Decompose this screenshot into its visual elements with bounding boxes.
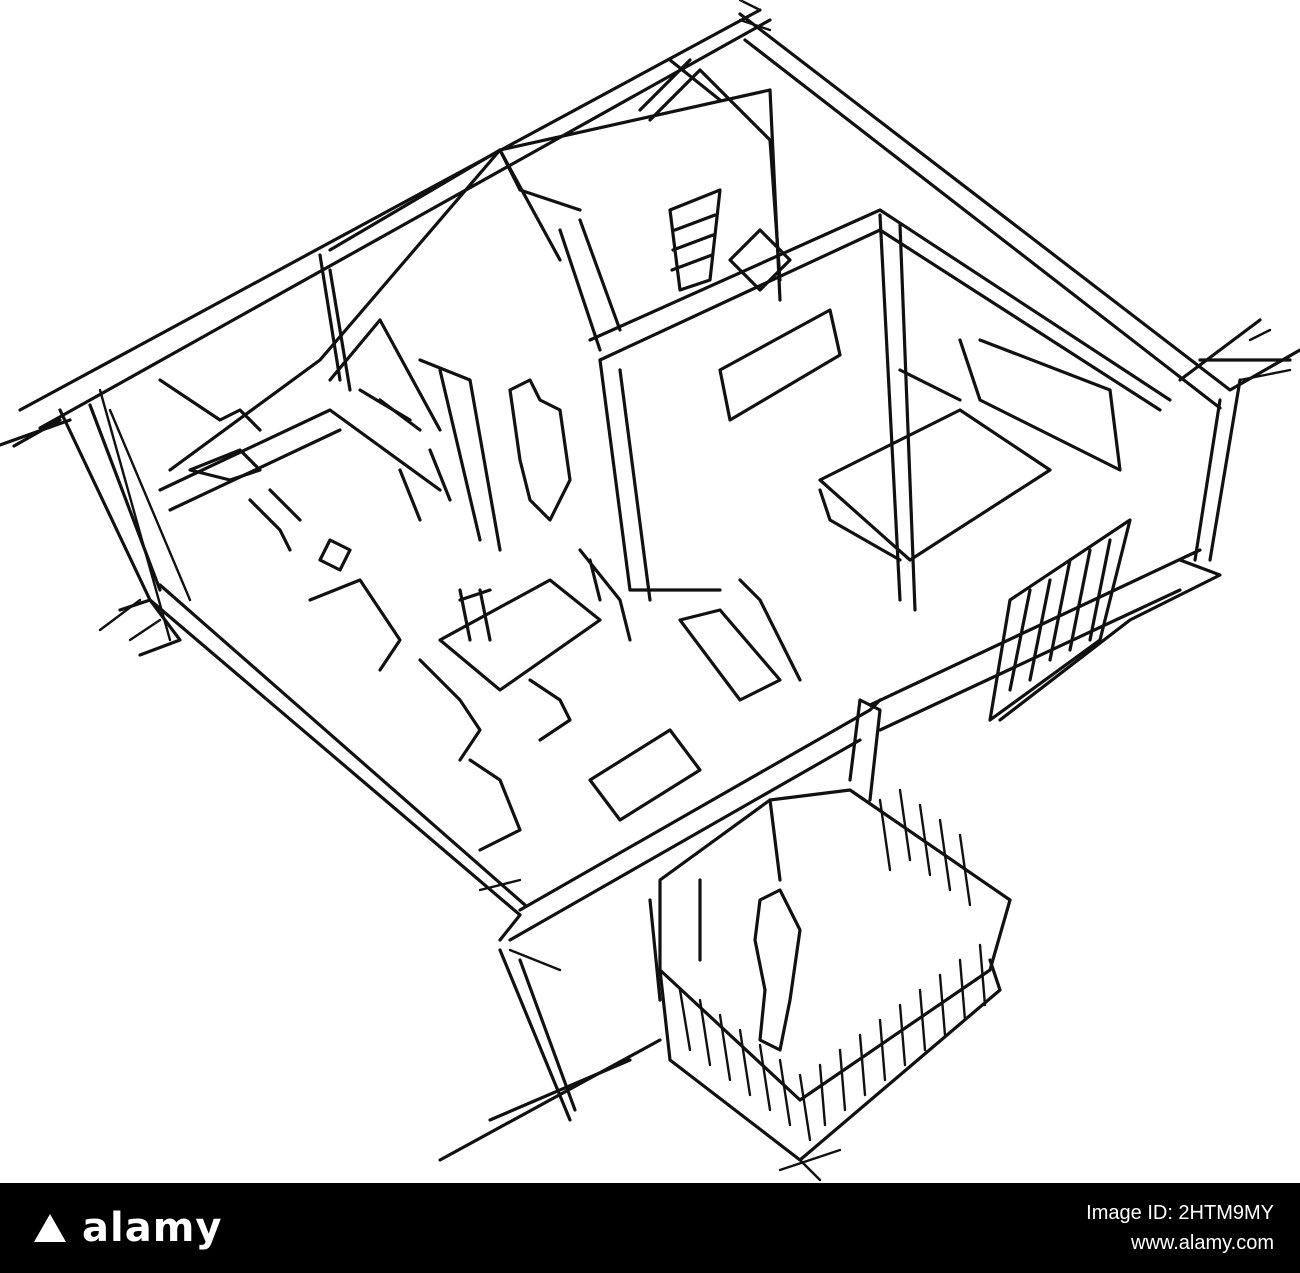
standing-figure	[508, 378, 572, 522]
outer-walls	[0, 8, 1300, 1162]
sketch-construction-lines	[98, 0, 1292, 1182]
sofa	[678, 608, 782, 702]
towel-radiator	[668, 188, 722, 292]
toilet	[728, 228, 792, 292]
interior-walls	[158, 58, 1172, 612]
armchair-detail	[318, 538, 352, 572]
apartment-floorplan-sketch	[0, 0, 1300, 1182]
coffee-table	[588, 728, 702, 822]
sketch-canvas	[0, 0, 1300, 1183]
alamy-triangle-logo-icon	[32, 1210, 68, 1246]
image-id: Image ID: 2HTM9MY	[1086, 1202, 1274, 1224]
bedroom-furniture	[718, 308, 1122, 562]
balcony	[648, 698, 1012, 1162]
brand-name: alamy	[82, 1205, 223, 1251]
stock-footer-bar: alamy Image ID: 2HTM9MY www.alamy.com	[0, 1183, 1300, 1273]
bathroom-fixtures	[668, 188, 792, 292]
bed	[818, 408, 1052, 562]
wall-picture	[718, 308, 842, 422]
living-furniture	[158, 378, 802, 852]
dining-table	[438, 578, 602, 692]
site-url: www.alamy.com	[1131, 1232, 1274, 1254]
balcony-figure	[753, 888, 802, 1052]
image-meta: Image ID: 2HTM9MY www.alamy.com	[1086, 1198, 1274, 1258]
brand-lockup: alamy	[32, 1205, 222, 1251]
facade-window	[988, 518, 1132, 722]
